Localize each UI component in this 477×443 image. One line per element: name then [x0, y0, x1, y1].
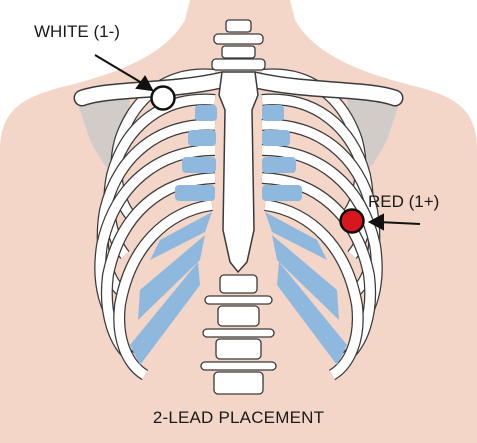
red-electrode-label: RED (1+): [368, 192, 439, 212]
white-electrode: [152, 87, 175, 110]
diagram-caption: 2-LEAD PLACEMENT: [0, 408, 477, 428]
white-electrode-label: WHITE (1-): [34, 22, 120, 42]
red-electrode: [341, 210, 364, 233]
